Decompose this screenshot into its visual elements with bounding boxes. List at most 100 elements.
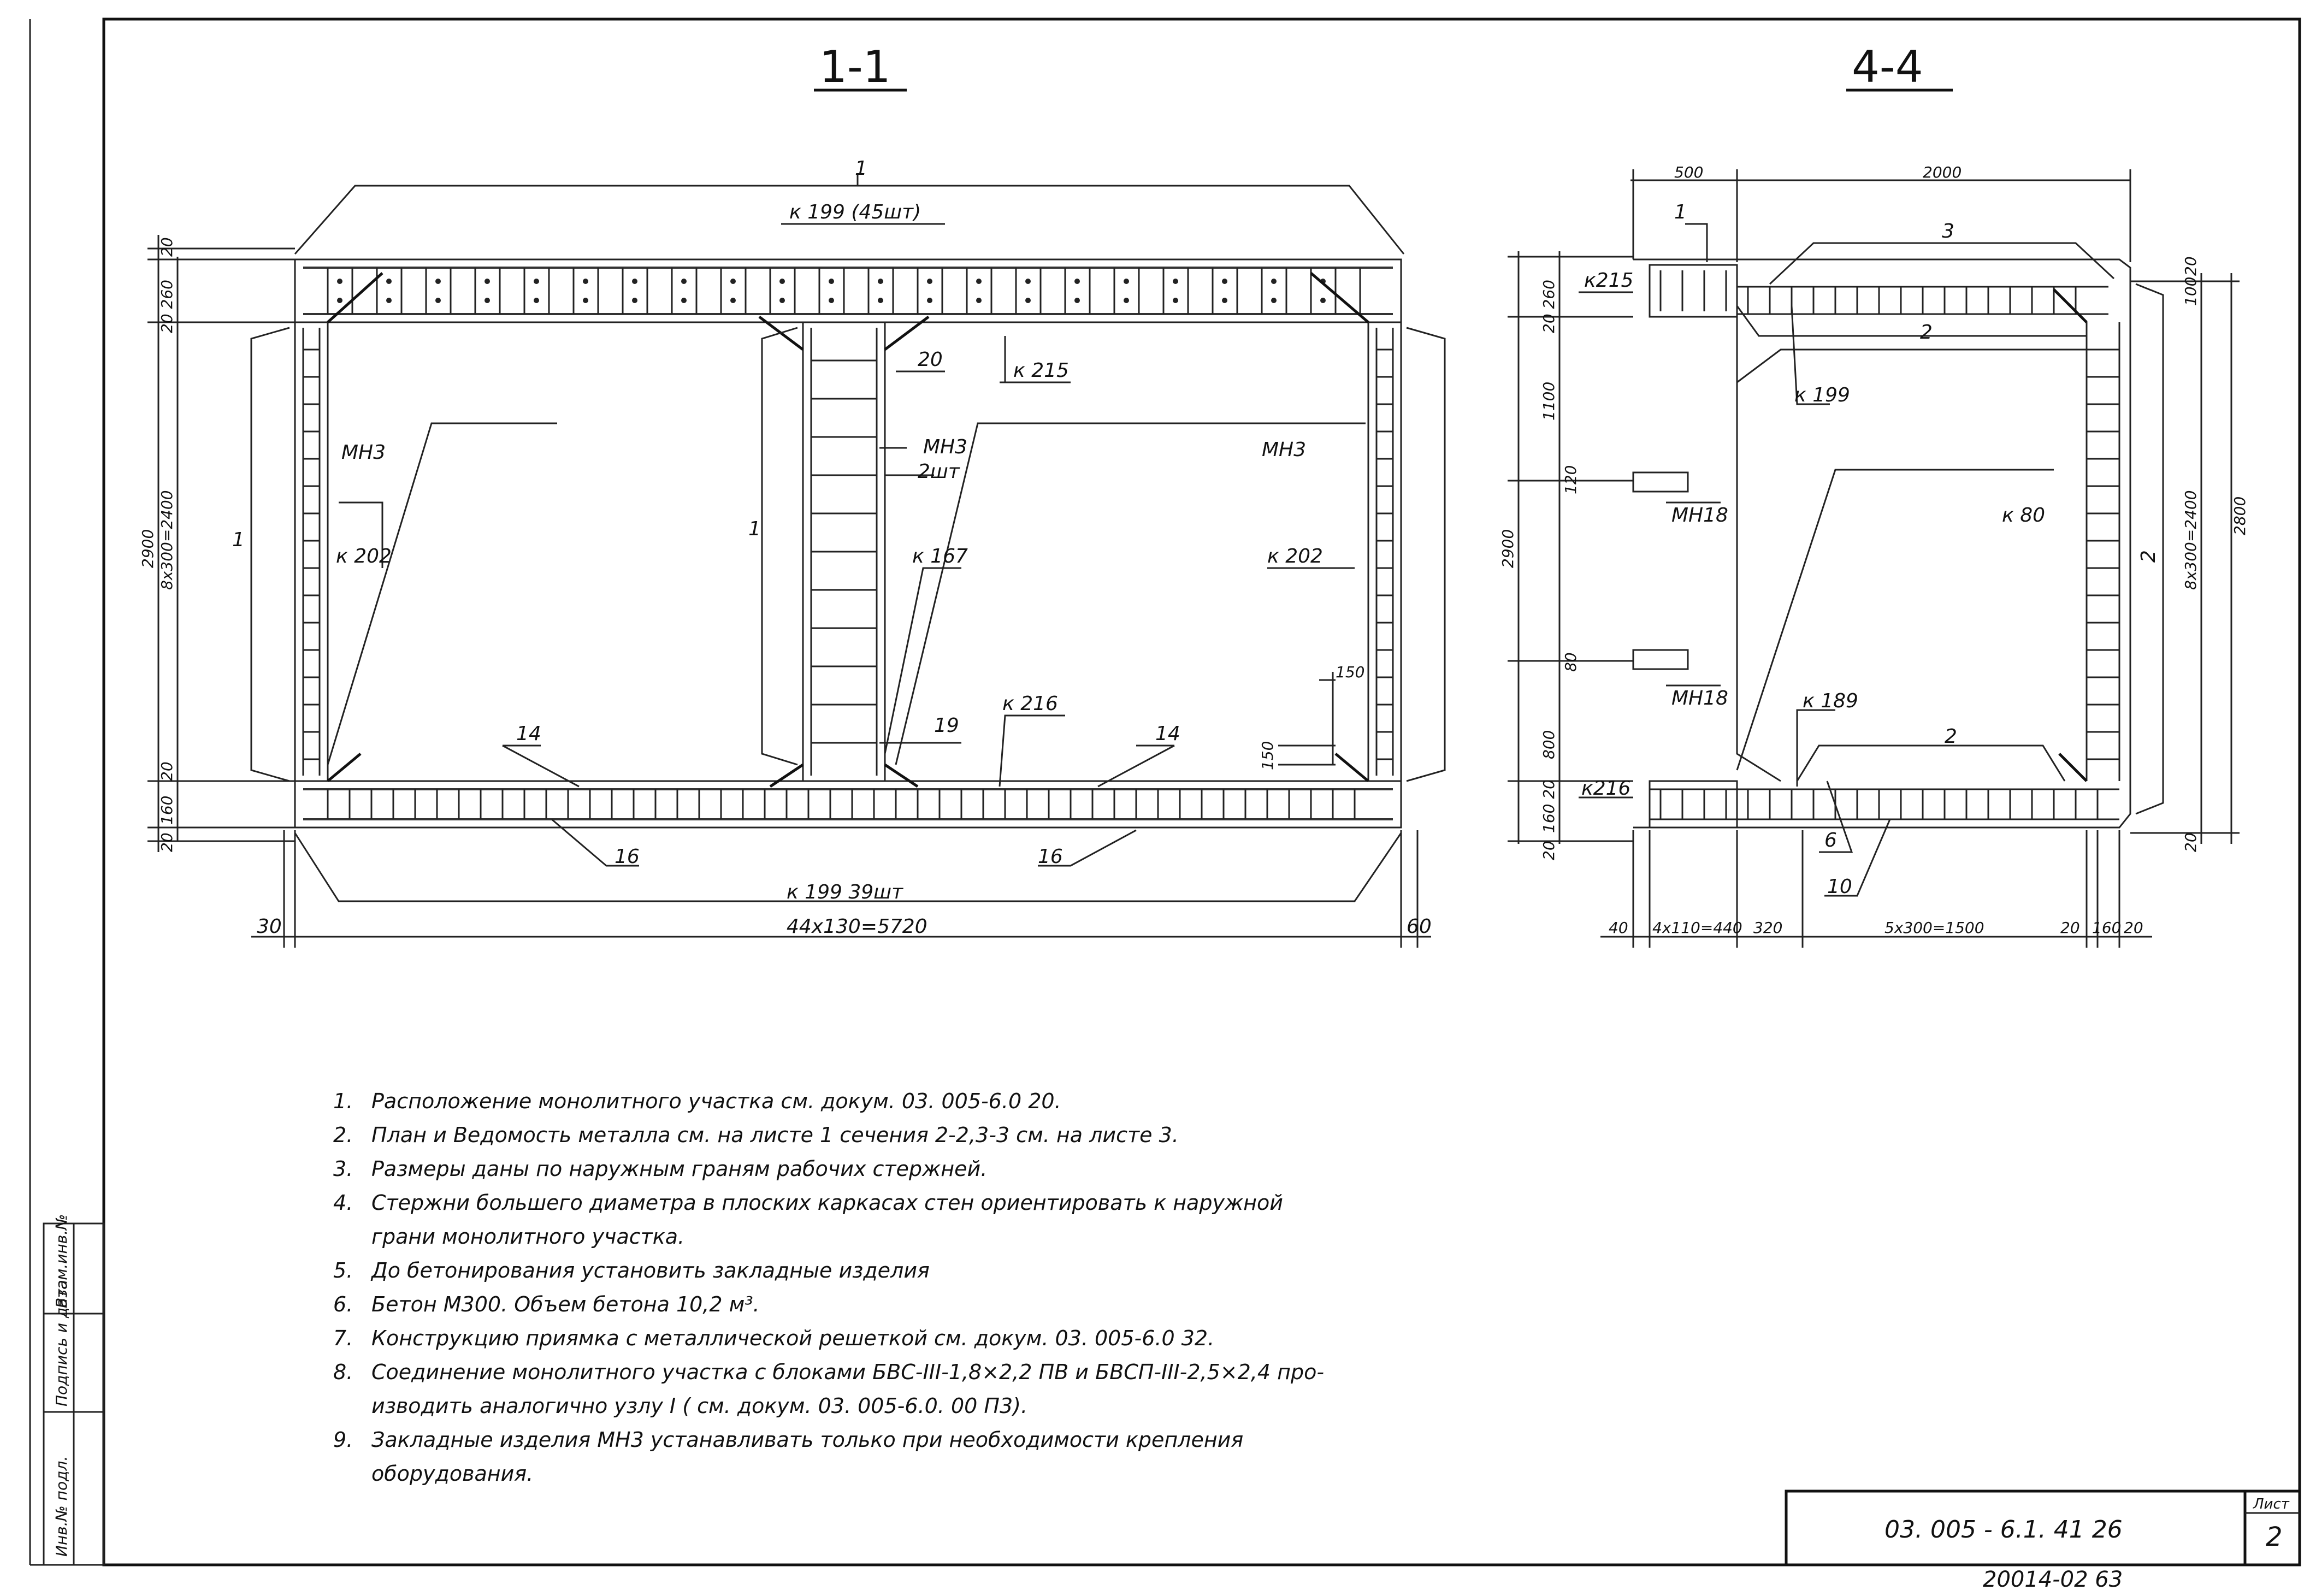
label-k199-top: к 199 (45шт) bbox=[789, 201, 921, 223]
dim-2800: 2800 bbox=[2231, 496, 2249, 535]
general-notes: 1.Расположение монолитного участка см. д… bbox=[333, 1084, 1426, 1491]
dim-b-20b: 20 bbox=[2124, 919, 2143, 937]
dim-30: 30 bbox=[257, 915, 282, 938]
left-stamp-strip: Инв.№ подл. Подпись и дата Взам.инв.№ bbox=[43, 1214, 105, 1566]
note-2: 2.План и Ведомость металла см. на листе … bbox=[333, 1123, 1179, 1147]
dim-800: 800 bbox=[1540, 730, 1558, 759]
label-mn3-right: МН3 bbox=[1262, 439, 1306, 461]
label-pos14-right: 14 bbox=[1155, 723, 1180, 745]
sheet-number: 2 bbox=[2266, 1522, 2283, 1552]
dim-260-r: 20 260 bbox=[1540, 280, 1558, 333]
bottom-code: 20014-02 63 bbox=[1983, 1567, 2123, 1592]
label-side-pos-mid: 1 bbox=[748, 518, 761, 540]
dim-b-160: 160 bbox=[2092, 919, 2121, 937]
label-pos14-left: 14 bbox=[516, 723, 541, 745]
top-slab-bars bbox=[327, 268, 1361, 819]
label-mn3-mid-qty: 2шт bbox=[918, 460, 960, 483]
note-3: 3.Размеры даны по наружным граням рабочи… bbox=[333, 1157, 988, 1181]
note-4-cont: грани монолитного участка. bbox=[371, 1225, 685, 1249]
dim-150a: 150 bbox=[1336, 663, 1364, 681]
label-k80: к 80 bbox=[2002, 504, 2045, 527]
label-pos2-side: 2 bbox=[2137, 550, 2160, 563]
dim-120: 120 bbox=[1562, 465, 1580, 494]
dim-150b: 150 bbox=[1259, 741, 1277, 770]
label-pos3: 3 bbox=[1942, 220, 1954, 243]
section-4-4-title: 4-4 bbox=[1852, 42, 1923, 92]
dim-20rb: 20 bbox=[2182, 832, 2200, 852]
label-pos16-left: 16 bbox=[615, 846, 640, 868]
label-k202-left: к 202 bbox=[336, 545, 392, 568]
note-8: 8.Соединение монолитного участка с блока… bbox=[333, 1360, 1325, 1384]
dim-bottom: 44х130=5720 bbox=[787, 915, 927, 938]
dim-20a: 20 bbox=[158, 237, 176, 257]
dim-b-40: 40 bbox=[1609, 919, 1628, 937]
dim-right: 8х300=2400 bbox=[2182, 490, 2200, 590]
note-9-cont: оборудования. bbox=[371, 1462, 534, 1486]
dim-160: 160 bbox=[158, 796, 176, 825]
label-side-pos-left: 1 bbox=[232, 529, 245, 551]
dim-160-r: 160 20 bbox=[1540, 779, 1558, 833]
label-mn18-a: МН18 bbox=[1671, 504, 1728, 527]
stamp-side-label-3: Взам.инв.№ bbox=[52, 1214, 70, 1308]
sheet-frame bbox=[102, 17, 2301, 1567]
label-pos1: 1 bbox=[1674, 201, 1687, 223]
label-pos16-right: 16 bbox=[1038, 846, 1063, 868]
title-block: 03. 005 - 6.1. 41 26 Лист 2 bbox=[1785, 1489, 2301, 1567]
dim-b-320: 320 bbox=[1753, 919, 1782, 937]
note-4: 4.Стержни большего диаметра в плоских ка… bbox=[333, 1191, 1283, 1215]
wall-ladders-1-1 bbox=[302, 328, 1394, 776]
dims-1-1 bbox=[147, 235, 1431, 948]
dim-2000: 2000 bbox=[1923, 163, 1962, 181]
section-4-4: 4-4 bbox=[1499, 42, 2249, 948]
dim-2900: 2900 bbox=[139, 529, 157, 568]
label-pos2-top: 2 bbox=[1920, 321, 1933, 344]
section-1-1: 1-1 bbox=[139, 42, 1446, 948]
label-k216: к216 bbox=[1581, 777, 1630, 800]
dim-b-1500: 5х300=1500 bbox=[1884, 919, 1984, 937]
label-pos19: 19 bbox=[934, 714, 959, 737]
label-mn18-b: МН18 bbox=[1671, 687, 1728, 710]
label-k215: к 215 bbox=[1013, 359, 1069, 382]
label-k202-right: к 202 bbox=[1267, 545, 1323, 568]
label-k199-bottom: к 199 39шт bbox=[787, 881, 903, 903]
label-k199: к 199 bbox=[1794, 384, 1850, 406]
dim-2900-r: 2900 bbox=[1499, 529, 1517, 568]
dim-60: 60 bbox=[1407, 915, 1432, 938]
dim-1100: 1100 bbox=[1540, 382, 1558, 421]
note-5: 5.До бетонирования установить закладные … bbox=[333, 1258, 930, 1282]
dim-80: 80 bbox=[1562, 652, 1580, 672]
dim-100: 100 bbox=[2182, 277, 2200, 306]
dim-20-r: 20 bbox=[1540, 841, 1558, 860]
dim-260: 20 260 bbox=[158, 280, 176, 333]
label-mn3-mid: МН3 bbox=[923, 436, 967, 458]
note-1: 1.Расположение монолитного участка см. д… bbox=[333, 1089, 1061, 1113]
dim-20b: 20 bbox=[158, 761, 176, 781]
label-mn3-left: МН3 bbox=[341, 441, 386, 464]
dim-8x300: 8х300=2400 bbox=[158, 490, 176, 590]
label-pos20: 20 bbox=[918, 348, 943, 371]
stamp-side-label-2: Подпись и дата bbox=[52, 1280, 70, 1406]
sheet-label: Лист bbox=[2253, 1496, 2290, 1512]
label-k216: к 216 bbox=[1002, 693, 1058, 715]
stamp-side-label-1: Инв.№ подл. bbox=[52, 1456, 70, 1557]
label-k215: к215 bbox=[1584, 269, 1633, 292]
dim-20c: 20 bbox=[158, 832, 176, 852]
dim-500: 500 bbox=[1674, 163, 1703, 181]
dim-b-20: 20 bbox=[2060, 919, 2080, 937]
note-6: 6.Бетон М300. Объем бетона 10,2 м³. bbox=[333, 1292, 760, 1316]
note-9: 9.Закладные изделия МН3 устанавливать то… bbox=[333, 1428, 1244, 1452]
label-k167: к 167 bbox=[912, 545, 968, 568]
label-pos6: 6 bbox=[1824, 829, 1837, 852]
note-8-cont: изводить аналогично узлу I ( см. докум. … bbox=[371, 1394, 1028, 1418]
note-7: 7.Конструкцию приямка с металлической ре… bbox=[333, 1326, 1215, 1350]
dim-20r: 20 bbox=[2182, 256, 2200, 276]
doc-code: 03. 005 - 6.1. 41 26 bbox=[1884, 1516, 2123, 1544]
label-k189: к 189 bbox=[1803, 690, 1858, 712]
section-1-1-title: 1-1 bbox=[819, 42, 891, 92]
label-pos1-top: 1 bbox=[855, 157, 867, 180]
label-pos10: 10 bbox=[1827, 876, 1852, 898]
label-pos2-bottom: 2 bbox=[1945, 725, 1957, 748]
dims-4-4 bbox=[1508, 169, 2240, 948]
